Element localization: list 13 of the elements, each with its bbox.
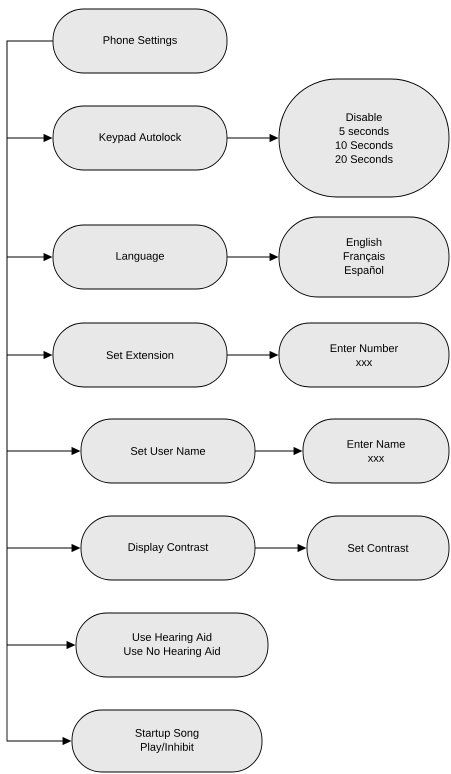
menu-box: Enter Name xxx	[302, 418, 450, 484]
menu-box: English Français Español	[278, 216, 450, 298]
menu-box: Startup Song Play/Inhibit	[72, 710, 262, 772]
menu-box: Display Contrast	[80, 516, 256, 580]
menu-box: Language	[52, 224, 228, 290]
menu-box: Keypad Autolock	[52, 106, 228, 170]
menu-box: Set Contrast	[306, 516, 450, 580]
menu-box: Use Hearing Aid Use No Hearing Aid	[76, 612, 268, 678]
menu-box: Set Extension	[52, 322, 228, 388]
menu-box: Set User Name	[80, 418, 256, 484]
menu-box: Disable 5 seconds 10 Seconds 20 Seconds	[278, 78, 450, 198]
menu-box: Enter Number xxx	[278, 322, 450, 388]
menu-box: Phone Settings	[52, 8, 228, 74]
